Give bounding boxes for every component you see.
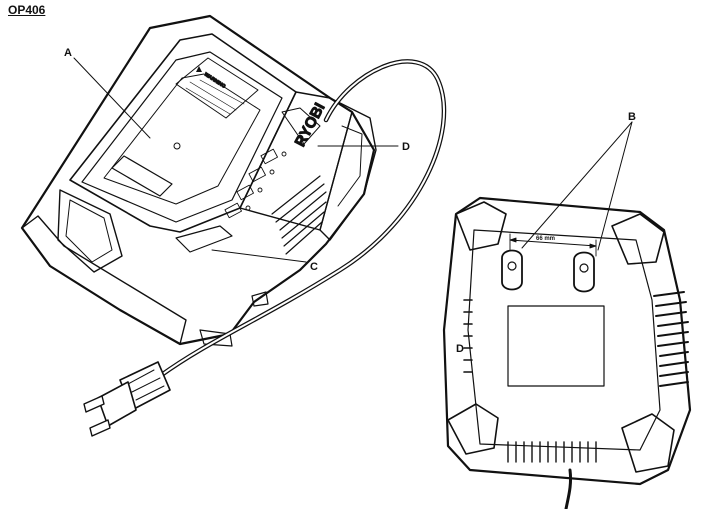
back-right-vents: [653, 291, 689, 387]
charger-front-view: WARNING RYOBI: [20, 14, 377, 347]
leader-lines: [73, 57, 633, 263]
callout-a: A: [64, 47, 72, 59]
side-vents: [271, 175, 327, 255]
power-cord: [157, 59, 447, 379]
rating-label: [507, 305, 605, 387]
warning-text: WARNING: [203, 72, 227, 90]
model-number: OP406: [8, 3, 46, 17]
back-bottom-vents: [507, 441, 597, 463]
plug-icon: [83, 361, 171, 437]
dimension-line: [509, 233, 597, 257]
callout-b: B: [628, 111, 636, 123]
back-left-vents: [463, 299, 473, 373]
callout-c: C: [310, 261, 318, 273]
callout-d-back: D: [456, 343, 464, 355]
brand-logo-text: RYOBI: [292, 100, 329, 149]
warning-label: WARNING: [175, 57, 259, 119]
charger-back-view: 66 mm: [442, 196, 692, 509]
wall-mount-keyhole-icon: [501, 249, 595, 293]
dimension-text: 66 mm: [536, 236, 555, 242]
indicator-panel: [224, 148, 287, 219]
callout-d-front: D: [402, 141, 410, 153]
